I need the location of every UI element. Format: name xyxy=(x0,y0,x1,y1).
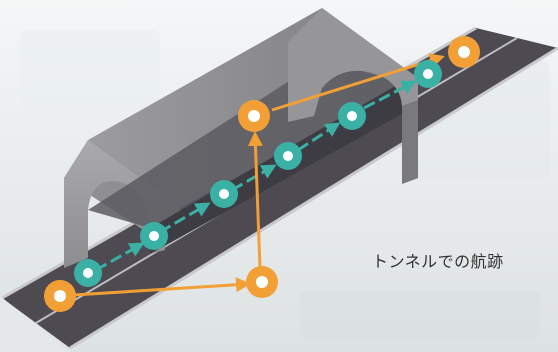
orange-circle-marker xyxy=(44,280,76,312)
teal-circle-marker xyxy=(274,142,302,170)
tunnel-interior xyxy=(88,60,402,228)
orange-track xyxy=(73,53,445,297)
teal-circle-marker xyxy=(210,180,238,208)
caption-label: トンネルでの航跡 xyxy=(372,252,504,271)
teal-circle-marker xyxy=(74,259,102,287)
orange-circle-marker xyxy=(246,266,278,298)
tunnel-exit-portal xyxy=(288,8,418,184)
orange-markers xyxy=(44,36,480,312)
teal-track xyxy=(95,80,417,272)
teal-markers xyxy=(74,60,442,287)
teal-circle-marker xyxy=(140,222,168,250)
orange-circle-marker xyxy=(238,100,270,132)
teal-circle-marker xyxy=(338,102,366,130)
orange-circle-marker xyxy=(448,36,480,68)
teal-circle-marker xyxy=(414,60,442,88)
